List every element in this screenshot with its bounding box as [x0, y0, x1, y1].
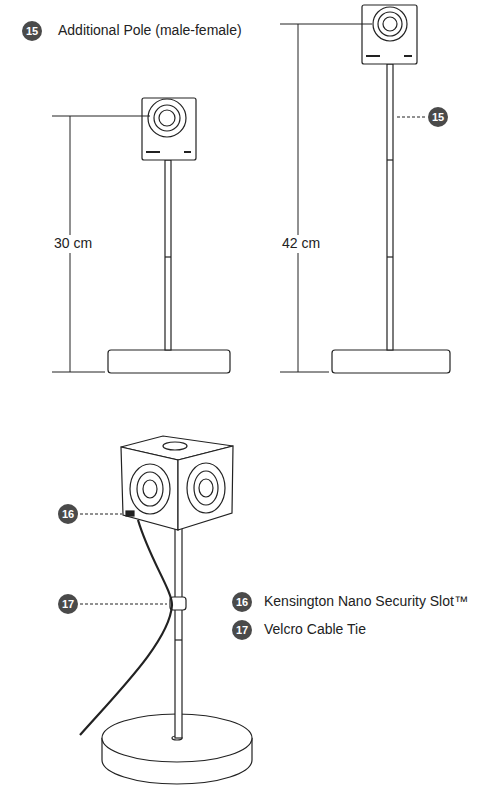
callout-number: 15: [428, 107, 448, 127]
callout-number: 16: [232, 592, 252, 612]
perspective-stand: [70, 436, 252, 784]
short-stand: [52, 98, 230, 373]
callout-number: 17: [232, 620, 252, 640]
callout-number: 15: [22, 21, 42, 41]
part-name: Additional Pole (male-female): [56, 22, 244, 39]
part-name: Kensington Nano Security Slot™: [262, 593, 470, 610]
dimension: 30 cm: [52, 235, 94, 252]
part-name: Velcro Cable Tie: [262, 621, 368, 638]
callout-number: 16: [58, 504, 78, 524]
dimension: 42 cm: [280, 235, 322, 252]
tall-stand: [280, 5, 450, 373]
callout-number: 17: [58, 594, 78, 614]
